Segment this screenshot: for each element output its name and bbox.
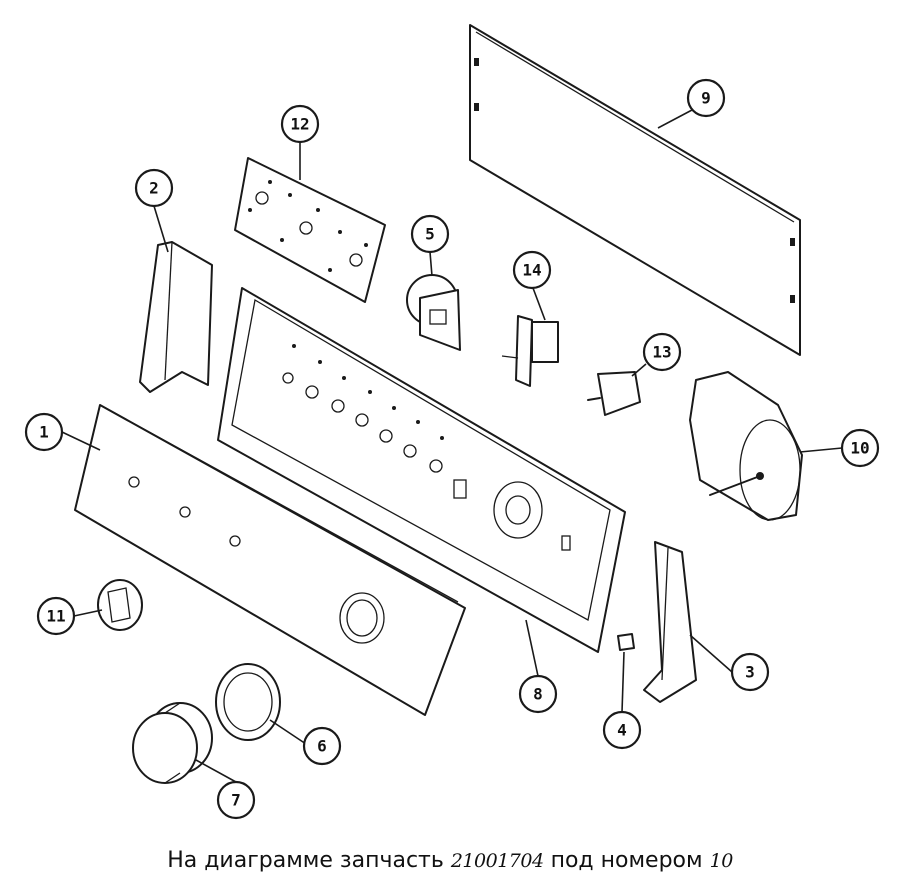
callout-4: 4 [602,710,642,750]
timer-dial-opening [493,481,543,539]
callout-13: 13 [642,332,682,372]
diagram-caption: На диаграмме запчасть 21001704 под номер… [0,848,900,873]
svg-text:11: 11 [46,607,65,626]
svg-text:5: 5 [425,225,435,244]
callout-7: 7 [216,780,256,820]
callout-8: 8 [518,674,558,714]
part-11-small-knob [97,579,143,631]
callout-1: 1 [24,412,64,452]
part-5-motor [406,274,461,351]
part-7-large-knob [132,702,213,784]
caption-part-number: 21001704 [450,850,544,872]
svg-text:1: 1 [39,423,49,442]
caption-middle: под номером [550,848,703,873]
callout-3: 3 [730,652,770,692]
caption-prefix: На диаграмме запчасть [167,848,444,873]
part-6-knob-ring [215,663,281,741]
svg-text:4: 4 [617,721,627,740]
svg-text:6: 6 [317,737,327,756]
svg-text:7: 7 [231,791,241,810]
panel-buttons [282,344,571,551]
svg-text:12: 12 [290,115,309,134]
svg-text:8: 8 [533,685,543,704]
callout-12: 12 [280,104,320,144]
svg-text:3: 3 [745,663,755,682]
svg-text:2: 2 [149,179,159,198]
part-10-timer [689,371,803,521]
svg-text:14: 14 [522,261,541,280]
svg-text:13: 13 [652,343,671,362]
part-9-rear-panel [469,24,801,356]
callout-9: 9 [686,78,726,118]
callout-2: 2 [134,168,174,208]
callout-5: 5 [410,214,450,254]
callout-14: 14 [512,250,552,290]
callout-6: 6 [302,726,342,766]
part-12-circuit-board [234,157,386,303]
part-4-clip [617,633,635,651]
callout-11: 11 [36,596,76,636]
part-8-control-panel [217,287,626,653]
svg-text:10: 10 [850,439,869,458]
part-2-left-end-cap [139,241,213,393]
leader-lines [61,109,843,783]
part-1-front-fascia [74,404,466,716]
svg-text:9: 9 [701,89,711,108]
caption-part-index: 10 [709,850,734,872]
exploded-parts-diagram: 1 2 3 4 5 6 7 8 9 10 11 12 [24,24,880,820]
part-14-switch [501,315,559,387]
part-3-right-end-cap [643,541,697,703]
part-13-selector-switch [587,371,641,416]
callout-10: 10 [840,428,880,468]
